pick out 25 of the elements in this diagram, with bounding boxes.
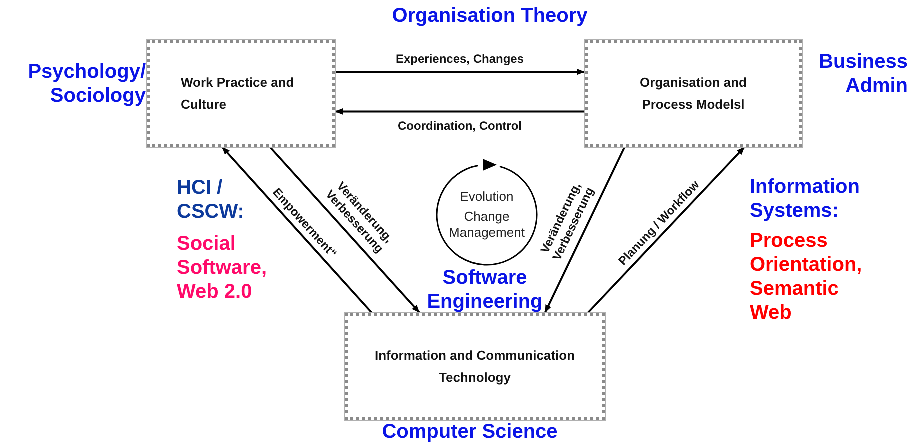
- arrow: [335, 108, 585, 115]
- discipline-label: Process Orientation, Semantic Web: [750, 229, 864, 325]
- discipline-label: HCI / CSCW:: [177, 176, 246, 224]
- discipline-label: Social Software, Web 2.0: [177, 232, 268, 304]
- arrow: [221, 146, 373, 314]
- edge-label: Coordination, Control: [397, 118, 523, 133]
- discipline-label: Organisation Theory: [391, 4, 589, 28]
- process-box: [345, 313, 605, 420]
- arrow: [335, 68, 585, 76]
- node-text: Evolution: [459, 189, 515, 205]
- node-text: Organisation and Process Modelsl: [639, 74, 748, 114]
- process-box: [585, 40, 802, 147]
- discipline-label: Software Engineering: [426, 266, 544, 314]
- arrow: [269, 146, 421, 314]
- node-text: Information and Communication Technology: [374, 346, 576, 387]
- process-box: [147, 40, 335, 147]
- edge-label: Experiences, Changes: [394, 52, 526, 66]
- discipline-label: Psychology/ Sociology: [27, 60, 146, 108]
- discipline-label: Information Systems:: [750, 175, 861, 223]
- discipline-label: Computer Science: [381, 420, 559, 444]
- node-text: Change Management: [448, 209, 526, 241]
- discipline-label: Business Admin: [818, 50, 908, 98]
- arrow: [587, 146, 746, 314]
- arrow: [544, 146, 626, 314]
- node-text: Work Practice and Culture: [181, 74, 296, 114]
